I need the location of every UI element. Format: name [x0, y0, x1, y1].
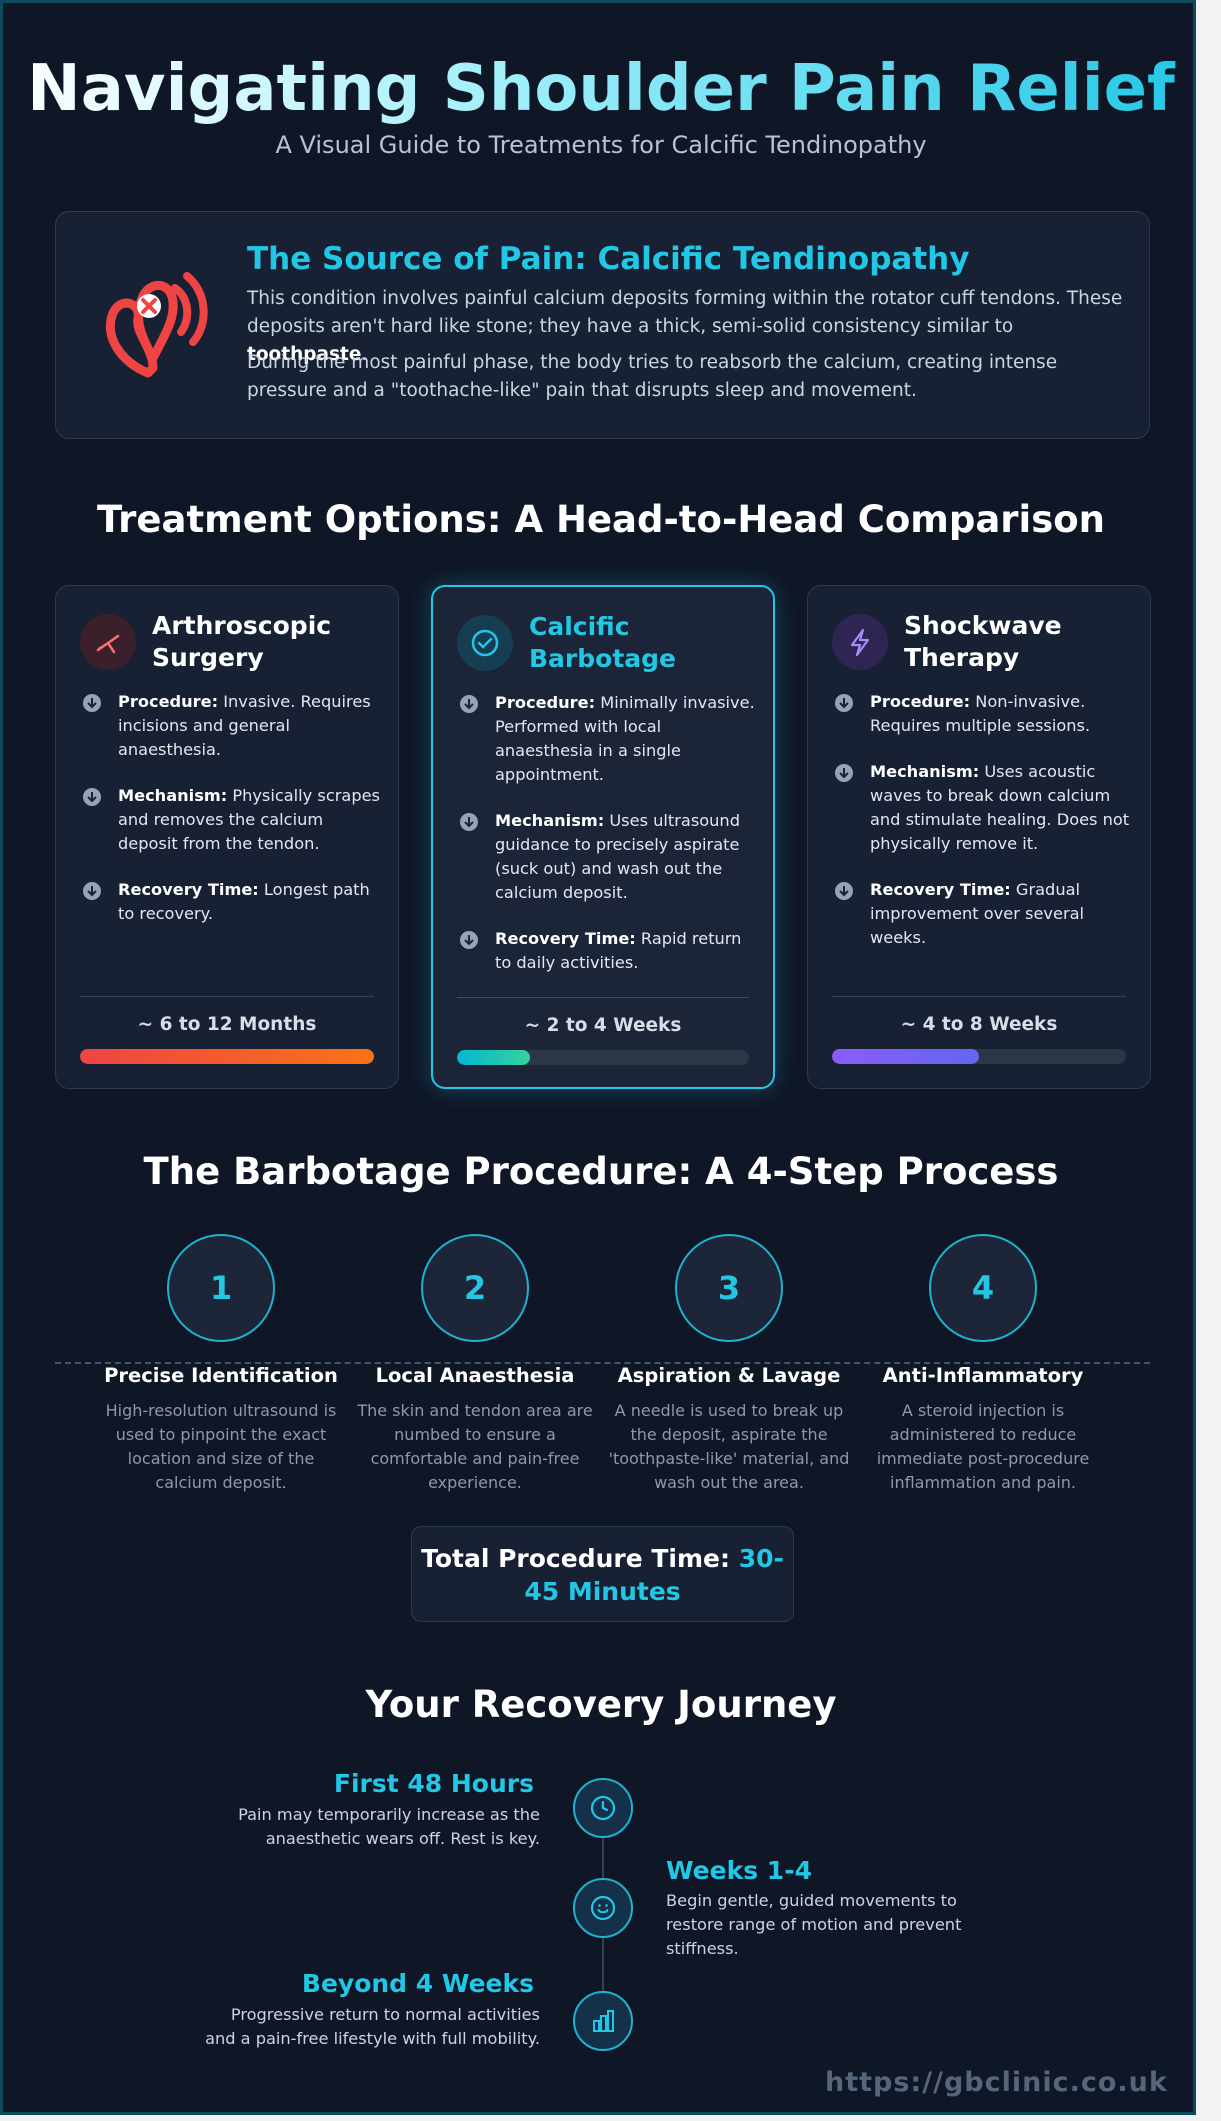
arrow-down-circle-icon	[835, 882, 853, 900]
arrow-down-circle-icon	[460, 695, 478, 713]
steps-divider	[55, 1362, 1150, 1364]
step-description: A needle is used to break up the deposit…	[608, 1401, 850, 1492]
page-subtitle: A Visual Guide to Treatments for Calcifi…	[275, 131, 927, 159]
step-number-4: 4	[929, 1234, 1037, 1342]
card-arthroscopic-surgery: Arthroscopic Surgery Procedure: Invasive…	[55, 585, 399, 1089]
arrow-down-circle-icon	[835, 694, 853, 712]
step-title: Aspiration & Lavage	[617, 1364, 841, 1387]
clock-icon	[573, 1778, 633, 1838]
arrow-down-circle-icon	[83, 882, 101, 900]
card-title: Calcific Barbotage	[529, 612, 676, 673]
divider	[457, 997, 749, 998]
step-title: Anti-Inflammatory	[882, 1364, 1084, 1387]
source-paragraph-1: This condition involves painful calcium …	[247, 288, 1123, 365]
detail-procedure: Procedure: Minimally invasive. Performed…	[459, 691, 757, 787]
infographic-frame: Navigating Shoulder Pain Relief A Visual…	[0, 0, 1196, 2115]
step-description: High-resolution ultrasound is used to pi…	[105, 1401, 337, 1492]
recovery-duration: ~ 4 to 8 Weeks	[900, 1014, 1058, 1035]
recovery-bar	[457, 1050, 749, 1065]
step-title: Precise Identification	[104, 1364, 338, 1387]
scalpel-icon	[80, 614, 136, 670]
total-procedure-time: Total Procedure Time: 30-45 Minutes	[411, 1526, 794, 1622]
card-calcific-barbotage: Calcific Barbotage Procedure: Minimally …	[431, 585, 775, 1089]
arrow-down-circle-icon	[835, 764, 853, 782]
source-emphasis: toothpaste	[247, 344, 362, 365]
detail-mechanism: Mechanism: Physically scrapes and remove…	[82, 784, 380, 856]
detail-procedure: Procedure: Invasive. Requires incisions …	[82, 690, 380, 762]
recovery-bar	[832, 1049, 1126, 1064]
card-shockwave-therapy: Shockwave Therapy Procedure: Non-invasiv…	[807, 585, 1151, 1089]
page-title: Navigating Shoulder Pain Relief	[3, 49, 1199, 129]
recovery-bar-fill	[457, 1050, 530, 1065]
recovery-duration: ~ 6 to 12 Months	[137, 1014, 317, 1035]
smiley-icon	[573, 1878, 633, 1938]
recovery-bar-fill	[80, 1049, 374, 1064]
source-paragraph-2: During the most painful phase, the body …	[247, 352, 1058, 401]
arrow-down-circle-icon	[460, 931, 478, 949]
detail-mechanism: Mechanism: Uses acoustic waves to break …	[834, 760, 1132, 856]
detail-procedure: Procedure: Non-invasive. Requires multip…	[834, 690, 1132, 738]
detail-recovery-time: Recovery Time: Rapid return to daily act…	[459, 927, 757, 975]
detail-recovery-time: Recovery Time: Longest path to recovery.	[82, 878, 380, 926]
card-details: Procedure: Minimally invasive. Performed…	[459, 691, 757, 997]
total-time-value: 30-45 Minutes	[524, 1544, 784, 1606]
bar-chart-icon	[573, 1991, 633, 2051]
card-title: Shockwave Therapy	[904, 611, 1062, 672]
step-description: A steroid injection is administered to r…	[876, 1401, 1090, 1492]
recovery-bar	[80, 1049, 374, 1064]
card-details: Procedure: Non-invasive. Requires multip…	[834, 690, 1132, 972]
card-title: Arthroscopic Surgery	[152, 611, 332, 672]
step-number-1: 1	[167, 1234, 275, 1342]
stage-description: Pain may temporarily increase as the ana…	[238, 1805, 540, 1848]
stage-description: Progressive return to normal activities …	[205, 2005, 540, 2048]
arrow-down-circle-icon	[460, 813, 478, 831]
source-title: The Source of Pain: Calcific Tendinopath…	[247, 241, 970, 277]
pain-point-icon	[105, 272, 208, 378]
source-card	[55, 211, 1150, 439]
stage-title: Weeks 1-4	[666, 1856, 812, 1885]
scrollbar[interactable]	[1196, 0, 1221, 2121]
detail-mechanism: Mechanism: Uses ultrasound guidance to p…	[459, 809, 757, 905]
recovery-duration: ~ 2 to 4 Weeks	[524, 1015, 682, 1036]
detail-recovery-time: Recovery Time: Gradual improvement over …	[834, 878, 1132, 950]
arrow-down-circle-icon	[83, 788, 101, 806]
procedure-title: The Barbotage Procedure: A 4-Step Proces…	[143, 1150, 1059, 1193]
step-description: The skin and tendon area are numbed to e…	[357, 1401, 593, 1492]
comparison-title: Treatment Options: A Head-to-Head Compar…	[96, 498, 1106, 541]
stage-description: Begin gentle, guided movements to restor…	[666, 1891, 962, 1958]
step-number-2: 2	[421, 1234, 529, 1342]
step-title: Local Anaesthesia	[375, 1364, 575, 1387]
stage-title: First 48 Hours	[333, 1769, 534, 1798]
step-number-3: 3	[675, 1234, 783, 1342]
stage-title: Beyond 4 Weeks	[301, 1969, 534, 1998]
recovery-bar-fill	[832, 1049, 979, 1064]
divider	[832, 996, 1126, 997]
arrow-down-circle-icon	[83, 694, 101, 712]
divider	[80, 996, 374, 997]
card-details: Procedure: Invasive. Requires incisions …	[82, 690, 380, 948]
lightning-icon	[832, 614, 888, 670]
recovery-title: Your Recovery Journey	[365, 1683, 837, 1726]
check-circle-icon	[457, 615, 513, 671]
footer-url[interactable]: https://gbclinic.co.uk	[825, 2067, 1168, 2098]
